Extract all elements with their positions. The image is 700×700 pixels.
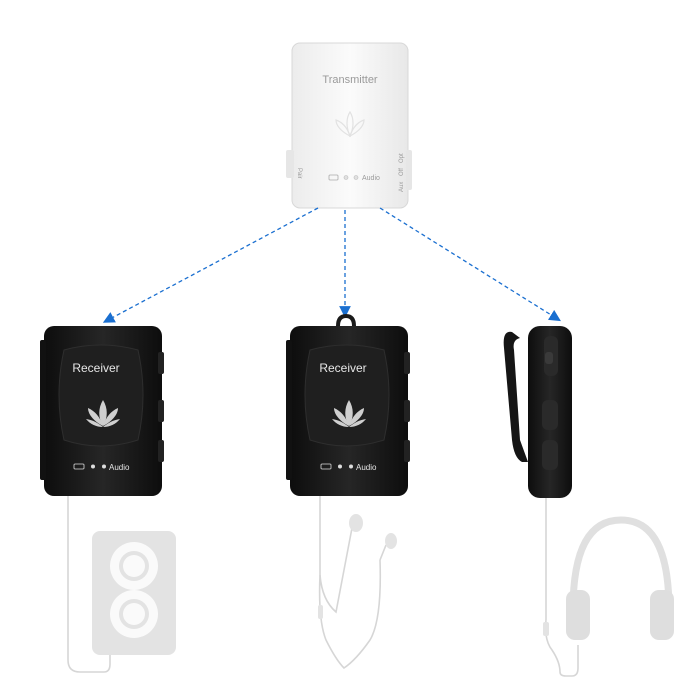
status-led: [102, 464, 106, 469]
volume-button: [158, 400, 164, 422]
off-label: Off: [399, 168, 405, 176]
receiver-device-3-side: [503, 326, 572, 498]
signal-arrows: [102, 207, 561, 323]
status-led: [349, 464, 353, 469]
opt-label: Opt: [399, 153, 405, 163]
receiver-device-2: Receiver Audio: [286, 313, 410, 496]
status-led: [343, 175, 349, 180]
pair-label: Pair: [296, 168, 302, 179]
transmitter-title: Transmitter: [322, 74, 378, 86]
status-led: [338, 464, 342, 469]
receiver-audio-label: Audio: [109, 463, 130, 472]
arrow-right: [379, 207, 561, 322]
lotus-icon: [335, 110, 365, 138]
mode-switch: [406, 150, 412, 190]
pair-button: [286, 150, 294, 178]
transmitter-device: Transmitter Audio Pair Aux Off Opt: [286, 42, 412, 209]
headphones-icon: [543, 516, 674, 677]
earphones-icon: [318, 514, 397, 670]
speaker-icon: [92, 531, 176, 655]
arrow-left: [102, 207, 319, 323]
battery-icon: [73, 463, 85, 470]
volume-button: [542, 400, 558, 430]
volume-button: [404, 400, 410, 422]
receiver-device-1: Receiver Audio: [40, 326, 164, 496]
aux-label: Aux: [399, 182, 405, 192]
volume-button: [158, 352, 164, 374]
volume-button: [542, 440, 558, 470]
receiver-title: Receiver: [319, 361, 366, 375]
receiver-title: Receiver: [72, 361, 119, 375]
volume-button: [404, 440, 410, 462]
belt-clip-icon: [503, 331, 528, 462]
volume-button: [158, 440, 164, 462]
status-led: [91, 464, 95, 469]
status-led: [353, 175, 359, 180]
transmitter-audio-label: Audio: [362, 175, 380, 182]
battery-icon: [328, 174, 339, 181]
lotus-icon: [332, 400, 366, 427]
cables: [67, 496, 547, 673]
battery-icon: [320, 463, 332, 470]
lanyard-loop: [336, 313, 356, 327]
receiver-audio-label: Audio: [356, 463, 377, 472]
volume-button: [404, 352, 410, 374]
lotus-icon: [86, 400, 120, 427]
